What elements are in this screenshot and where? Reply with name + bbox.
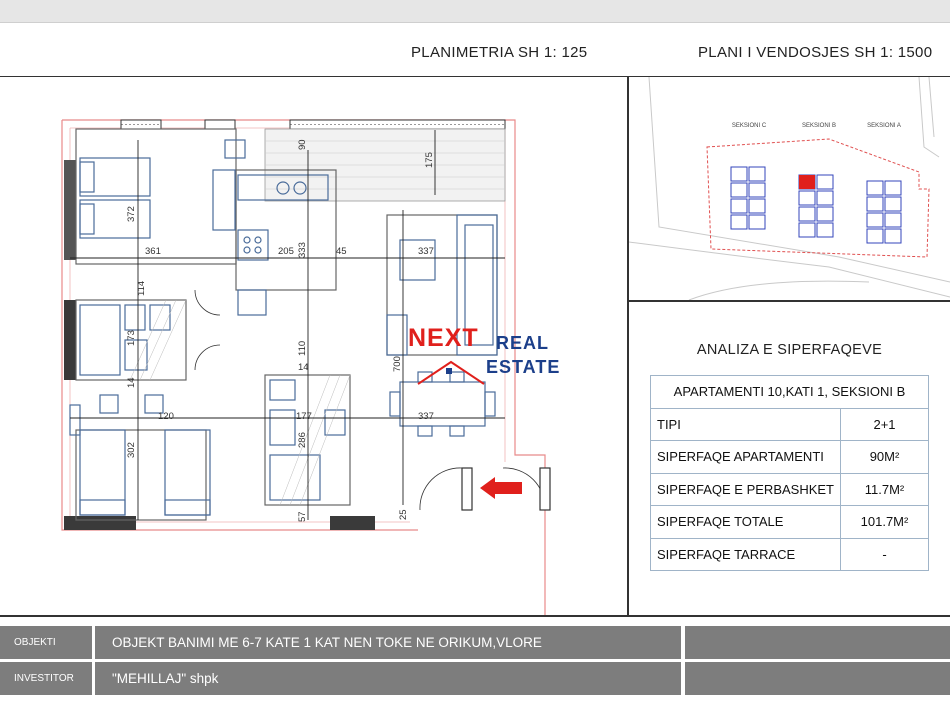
svg-text:114: 114 [136,281,147,296]
investitor-label: INVESTITOR [0,662,92,695]
svg-text:361: 361 [145,246,161,257]
svg-text:25: 25 [398,509,409,520]
house-roof-icon [417,360,485,385]
svg-text:337: 337 [418,411,434,422]
investitor-value: "MEHILLAJ" shpk [95,662,681,695]
site-plan-drawing: SEKSIONI C SEKSIONI B SEKSIONI A [628,76,950,301]
row-label: SIPERFAQE E PERBASHKET [650,472,841,506]
row-value: 11.7M² [840,472,929,506]
table-row: SIPERFAQE E PERBASHKET 11.7M² [650,472,929,506]
objekti-label: OBJEKTI [0,626,92,659]
svg-text:177: 177 [296,411,312,422]
table-row: SIPERFAQE TARRACE - [650,537,929,571]
footer-divider [0,615,950,617]
svg-text:175: 175 [424,152,435,168]
investitor-extra-cell [685,662,950,695]
panel-divider-horizontal [627,300,950,302]
svg-text:14: 14 [126,377,137,388]
floor-plan-drawing: 372 361 205 333 45 337 175 90 173 110 14… [61,119,551,615]
area-analysis-panel: ANALIZA E SIPERFAQEVE APARTAMENTI 10,KAT… [629,302,950,615]
section-label-b: SEKSIONI B [802,123,836,129]
svg-text:333: 333 [297,242,308,258]
svg-text:372: 372 [126,206,137,222]
next-real-estate-logo: NEXT REAL ESTATE [408,324,568,386]
svg-text:45: 45 [336,246,347,257]
area-table-header: APARTAMENTI 10,KATI 1, SEKSIONI B [650,375,929,409]
footer-row-investitor: INVESTITOR "MEHILLAJ" shpk [0,662,950,695]
row-label: SIPERFAQE TARRACE [650,537,841,571]
section-label-c: SEKSIONI C [732,123,767,129]
svg-text:120: 120 [158,411,174,422]
site-plan-panel: SEKSIONI C SEKSIONI B SEKSIONI A [628,76,950,301]
logo-word-real: REAL [496,333,549,353]
svg-text:173: 173 [126,330,137,346]
area-table: APARTAMENTI 10,KATI 1, SEKSIONI B TIPI 2… [650,375,929,571]
svg-text:110: 110 [297,341,308,356]
analysis-title: ANALIZA E SIPERFAQEVE [696,342,883,358]
svg-text:302: 302 [126,442,137,458]
svg-text:205: 205 [278,246,294,257]
panel-divider-vertical [627,77,629,617]
svg-text:57: 57 [297,511,308,522]
row-value: 90M² [840,440,929,474]
row-value: 2+1 [840,407,929,441]
svg-text:337: 337 [418,246,434,257]
footer-row-objekti: OBJEKTI OBJEKT BANIMI ME 6-7 KATE 1 KAT … [0,626,950,659]
table-row: TIPI 2+1 [650,407,929,441]
objekti-extra-cell [685,626,950,659]
row-value: 101.7M² [840,505,929,539]
row-label: SIPERFAQE APARTAMENTI [650,440,841,474]
entrance-arrow-icon [480,477,522,499]
viewer-top-bar [0,0,950,23]
sheet-header: PLANIMETRIA SH 1: 125 PLANI I VENDOSJES … [0,26,950,77]
section-label-a: SEKSIONI A [867,123,901,129]
row-value: - [840,537,929,571]
selected-apartment-marker [799,175,815,189]
title-block-footer: OBJEKTI OBJEKT BANIMI ME 6-7 KATE 1 KAT … [0,617,950,713]
table-row: SIPERFAQE TOTALE 101.7M² [650,505,929,539]
objekti-value: OBJEKT BANIMI ME 6-7 KATE 1 KAT NEN TOKE… [95,626,681,659]
svg-text:90: 90 [297,139,308,150]
plan-title: PLANIMETRIA SH 1: 125 [411,44,588,61]
svg-text:286: 286 [297,432,308,448]
site-plan-title: PLANI I VENDOSJES SH 1: 1500 [698,44,933,61]
table-row: SIPERFAQE APARTAMENTI 90M² [650,440,929,474]
svg-text:14: 14 [298,362,309,373]
logo-word-next: NEXT [408,324,479,352]
logo-word-estate: ESTATE [486,357,561,377]
svg-text:700: 700 [392,356,403,372]
row-label: TIPI [650,407,841,441]
floor-plan-panel: 372 361 205 333 45 337 175 90 173 110 14… [0,77,627,615]
row-label: SIPERFAQE TOTALE [650,505,841,539]
